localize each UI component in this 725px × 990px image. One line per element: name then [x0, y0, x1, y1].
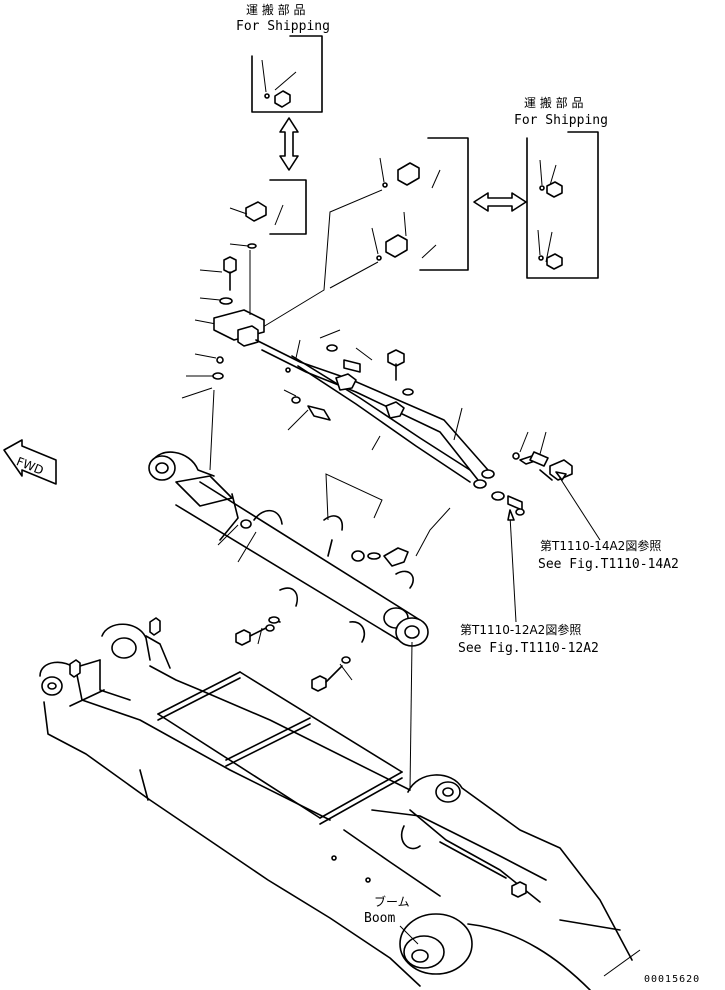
block-assembly: [181, 243, 265, 471]
installed-box-left: [229, 179, 307, 235]
installed-box-right: [371, 137, 469, 271]
leader-fitting-2: [329, 261, 379, 289]
swap-arrow-horizontal: [473, 192, 527, 212]
boom-label-en: Boom: [364, 911, 395, 926]
shipping-right-jp: 運 搬 部 品: [524, 95, 583, 110]
drawing-code: 00015620: [644, 974, 700, 985]
shipping-right-en: For Shipping: [514, 113, 608, 128]
boom-label: ブーム Boom: [364, 894, 419, 945]
leader-fitting-1: [257, 189, 383, 331]
swap-arrow-vertical: [279, 117, 299, 171]
reference-12a2: 第T1110-12A2図参照 See Fig.T1110-12A2: [458, 509, 599, 656]
boom-cylinder: [148, 451, 429, 791]
pipe-fasteners: [283, 329, 414, 431]
hydraulic-pipes: [255, 339, 495, 489]
ref-14a2-jp: 第T1110-14A2図参照: [540, 538, 661, 553]
boom-label-jp: ブーム: [374, 894, 410, 909]
boom-structure: [39, 617, 641, 990]
ref-14a2-en: See Fig.T1110-14A2: [538, 557, 679, 572]
reference-14a2: 第T1110-14A2図参照 See Fig.T1110-14A2: [538, 471, 679, 572]
cylinder-clamps: [253, 473, 451, 643]
fwd-indicator: FWD: [3, 439, 57, 485]
shipping-top-jp: 運 搬 部 品: [246, 2, 305, 17]
shipping-top-en: For Shipping: [236, 19, 330, 34]
cylinder-bolts: [235, 624, 353, 692]
right-end-fittings: [491, 431, 573, 516]
shipping-box-right: 運 搬 部 品 For Shipping: [514, 95, 608, 279]
shipping-box-top: 運 搬 部 品 For Shipping: [236, 2, 330, 113]
ref-12a2-jp: 第T1110-12A2図参照: [460, 622, 581, 637]
ref-12a2-en: See Fig.T1110-12A2: [458, 641, 599, 656]
